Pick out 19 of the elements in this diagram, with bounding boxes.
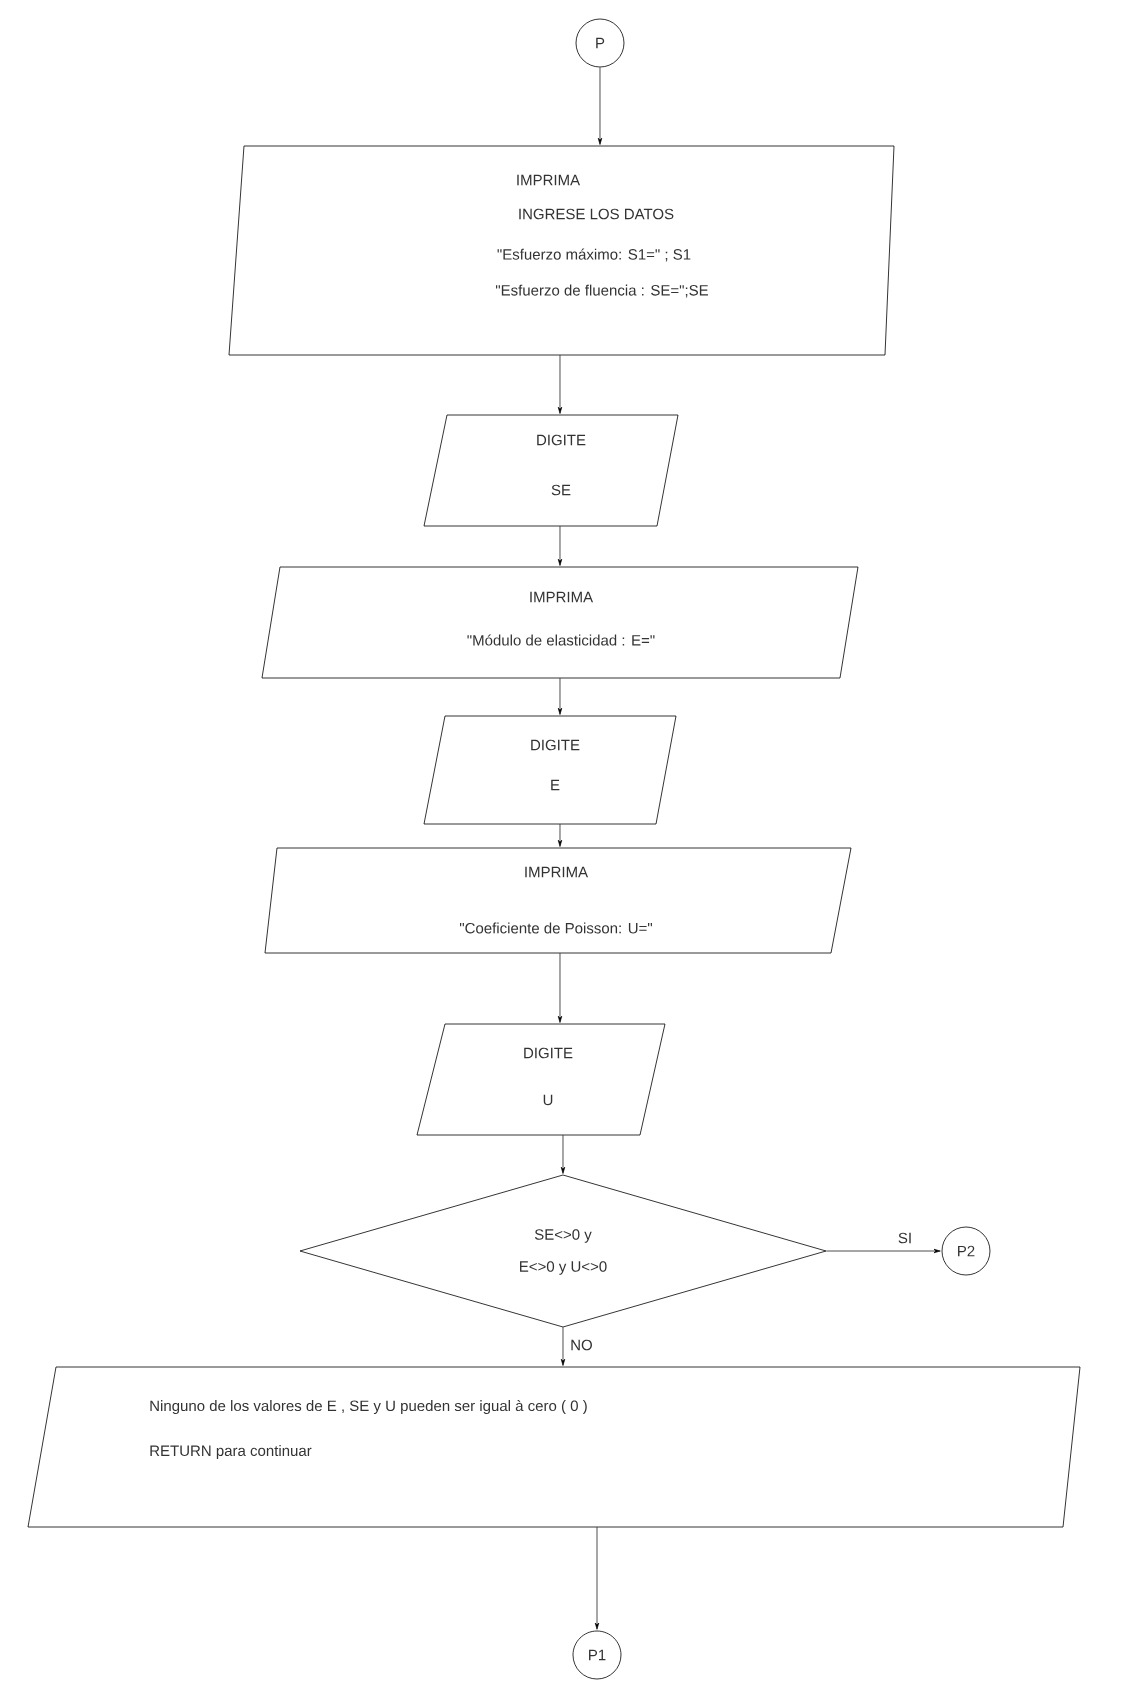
arrow	[594, 1526, 600, 1630]
arrow	[560, 1326, 566, 1366]
arrow	[557, 677, 563, 715]
arrow	[560, 1134, 566, 1174]
arrow	[825, 1248, 941, 1254]
input-output-parallelogram: DIGITE U	[416, 1023, 666, 1136]
arrow	[597, 67, 603, 145]
arrow	[557, 823, 563, 847]
input-output-parallelogram: Ninguno de los valores de E , SE y U pueden ser igual à cero ( 0 ) RETURN para continuar	[27, 1366, 1081, 1528]
edge-label: SI	[898, 1232, 911, 1244]
input-output-parallelogram: IMPRIMA "Módulo de elasticidad : E="	[261, 566, 859, 679]
arrow	[557, 952, 563, 1023]
arrow	[557, 525, 563, 566]
input-output-parallelogram: DIGITE E	[423, 715, 677, 825]
input-output-parallelogram: IMPRIMA INGRESE LOS DATOS "Esfuerzo máximo: S1=" ; S1 "Esfuerzo de fluencia : SE=";SE	[228, 145, 895, 356]
input-output-parallelogram: IMPRIMA "Coeficiente de Poisson: U="	[264, 847, 852, 954]
input-output-parallelogram: DIGITE SE	[423, 414, 679, 527]
edge-label: NO	[571, 1339, 592, 1351]
arrow	[557, 354, 563, 414]
